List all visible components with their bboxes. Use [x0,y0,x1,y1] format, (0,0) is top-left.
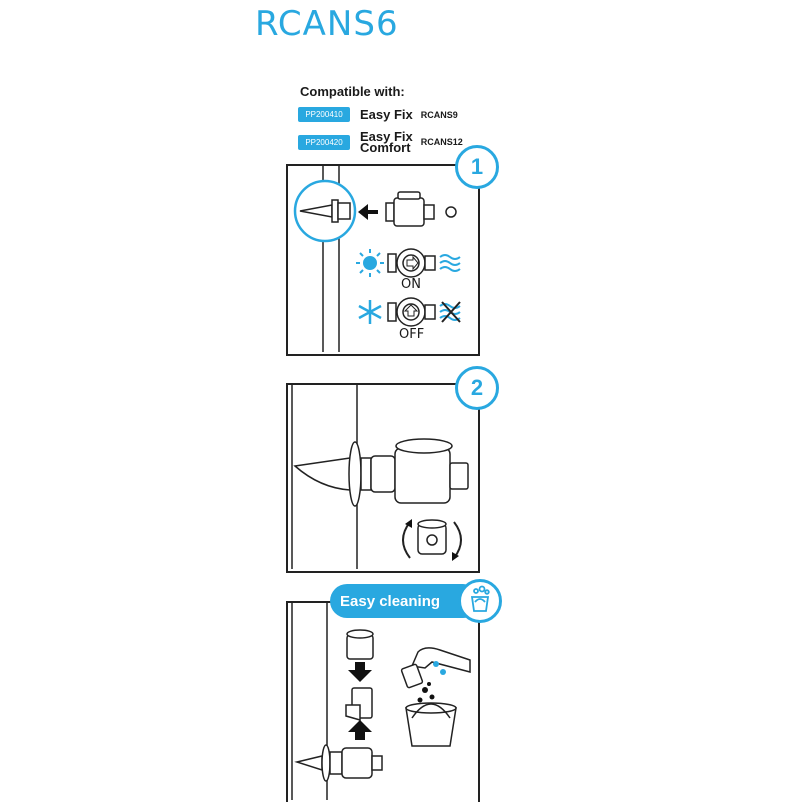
easy-cleaning-banner: Easy cleaning [330,584,480,618]
step-2-badge: 2 [455,366,499,410]
product-code: RCANS12 [420,137,463,147]
step-1-badge: 1 [455,145,499,189]
product-name: Easy Fix Comfort [360,129,413,155]
product-name: Easy Fix [360,107,413,122]
compatible-heading: Compatible with: [300,84,405,99]
product-name-line2: Comfort [360,140,411,155]
cleaning-icon [458,579,502,623]
compat-row-2: PP200420 Easy Fix Comfort RCANS12 [298,129,463,155]
product-name-line1: Easy Fix [360,129,413,144]
on-label: ON [401,277,421,292]
compat-row-1: PP200410 Easy Fix RCANS9 [298,107,458,122]
product-badge: PP200410 [298,107,350,122]
product-code: RCANS9 [420,109,458,120]
product-badge: PP200420 [298,134,350,150]
product-title: RCANS6 [255,4,399,44]
off-label: OFF [399,327,425,342]
